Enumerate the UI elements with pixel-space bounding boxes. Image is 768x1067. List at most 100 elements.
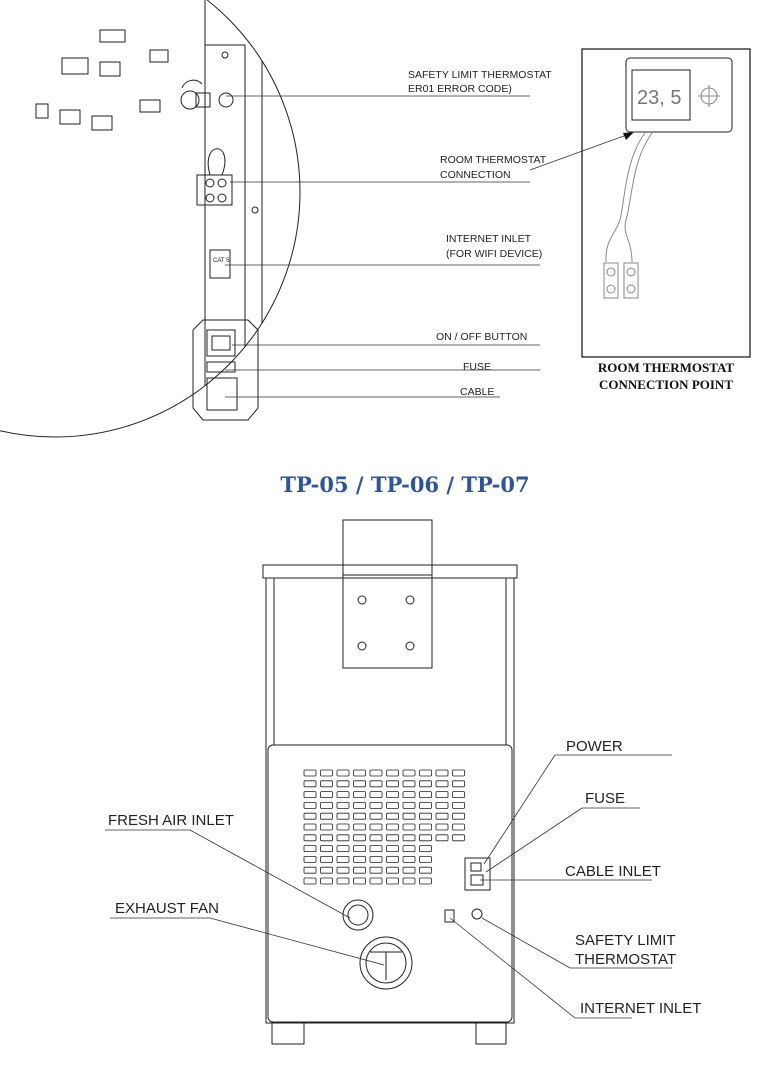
- vent-slot: [419, 812, 432, 820]
- vent-slot: [402, 845, 416, 852]
- vent-slot: [336, 802, 350, 809]
- vent-slot: [320, 769, 333, 777]
- vent-slot: [303, 802, 317, 809]
- vent-slot: [336, 812, 350, 820]
- arrow-head: [623, 132, 634, 140]
- vent-slot: [353, 791, 366, 798]
- vent-slot: [303, 812, 317, 820]
- vent-slot: [435, 780, 449, 788]
- vent-slot: [369, 877, 383, 885]
- vent-slot: [369, 791, 383, 798]
- vent-slot: [402, 802, 416, 809]
- vent-slot: [320, 791, 333, 798]
- label-internet-inlet-machine: INTERNET INLET: [580, 1000, 701, 1017]
- heater-rear-view: [262, 519, 518, 1045]
- vent-slot: [386, 845, 399, 852]
- vent-slot: [320, 856, 333, 863]
- vent-slot: [435, 791, 449, 798]
- label-fuse: FUSE: [463, 361, 491, 373]
- top-bracket: [342, 519, 433, 669]
- vent-slot: [435, 812, 449, 820]
- label-exhaust-fan: EXHAUST FAN: [115, 900, 219, 917]
- vent-slot: [402, 780, 416, 788]
- vent-slot: [320, 802, 333, 809]
- foot-right: [475, 1021, 507, 1045]
- vent-slot: [353, 866, 366, 874]
- label-fuse-machine: FUSE: [585, 790, 625, 807]
- vent-slots-detail: [35, 0, 263, 437]
- vent-slot: [369, 866, 383, 874]
- vent-slot: [386, 769, 399, 777]
- vent-slot: [303, 866, 317, 874]
- vent-slot: [386, 834, 399, 842]
- vent-slot: [369, 780, 383, 788]
- label-internet-inlet: INTERNET INLET: [446, 233, 532, 245]
- vent-slot: [320, 834, 333, 842]
- vent-slot: [353, 845, 366, 852]
- vent-slot: [303, 845, 317, 852]
- vent-slot: [402, 812, 416, 820]
- rear-panel: [267, 744, 513, 1023]
- label-power: POWER: [566, 738, 623, 755]
- thermostat-display-value: 23, 5: [637, 87, 681, 109]
- vent-slot: [353, 856, 366, 863]
- vent-slot: [402, 769, 416, 777]
- label-fresh-air-inlet: FRESH AIR INLET: [108, 812, 234, 829]
- detail-callouts: [225, 95, 540, 398]
- room-thermostat-box: 23, 5 ROOM THERMOSTAT CONNECTION POINT: [581, 48, 751, 392]
- vent-slot: [452, 812, 465, 820]
- power-socket-block: [192, 319, 259, 421]
- vent-slot: [402, 866, 416, 874]
- vent-slot: [336, 866, 350, 874]
- label-room-thermostat-connection: CONNECTION: [440, 169, 511, 181]
- vent-slot: [353, 802, 366, 809]
- vent-slot: [419, 856, 432, 863]
- vent-slot: [435, 834, 449, 842]
- vent-slot: [386, 780, 399, 788]
- vent-slot: [303, 856, 317, 863]
- vent-slot: [320, 823, 333, 831]
- fresh-air-inlet: [342, 899, 374, 931]
- vent-slot: [419, 791, 432, 798]
- vent-slot: [419, 877, 432, 885]
- vent-slot: [336, 877, 350, 885]
- vent-slot: [353, 769, 366, 777]
- vent-slot: [419, 834, 432, 842]
- thermostat-dial-icon: [698, 85, 720, 107]
- vent-slot: [419, 866, 432, 874]
- exhaust-fan: [359, 936, 413, 990]
- vent-slot: [402, 823, 416, 831]
- vent-slot: [452, 823, 465, 831]
- vent-slot: [369, 802, 383, 809]
- vent-slot: [435, 823, 449, 831]
- vent-slot: [452, 780, 465, 788]
- vent-slot: [419, 845, 432, 852]
- vent-slot: [386, 823, 399, 831]
- vent-slot: [320, 812, 333, 820]
- vent-slot: [353, 877, 366, 885]
- label-cable: CABLE: [460, 386, 494, 398]
- thermostat-terminal-block: [603, 262, 639, 299]
- vent-slot: [303, 791, 317, 798]
- vent-slot: [369, 834, 383, 842]
- vent-slot: [452, 791, 465, 798]
- label-cable-inlet: CABLE INLET: [565, 863, 661, 880]
- vent-slot: [303, 769, 317, 777]
- vent-slot: [419, 802, 432, 809]
- vent-slot: [419, 769, 432, 777]
- cat5-label: CAT 5: [213, 258, 230, 264]
- vent-slot: [336, 769, 350, 777]
- internet-port: [444, 909, 455, 923]
- vent-slot: [336, 791, 350, 798]
- vent-slot: [353, 823, 366, 831]
- vent-slot: [452, 769, 465, 777]
- vent-slot: [320, 877, 333, 885]
- vent-slot: [320, 780, 333, 788]
- machine-callouts: [105, 754, 672, 1019]
- vent-slot: [369, 769, 383, 777]
- vent-slot: [452, 834, 465, 842]
- vent-slot: [369, 856, 383, 863]
- label-safety-limit: SAFETY LIMIT THERMOSTAT: [408, 69, 552, 81]
- vent-slot: [419, 780, 432, 788]
